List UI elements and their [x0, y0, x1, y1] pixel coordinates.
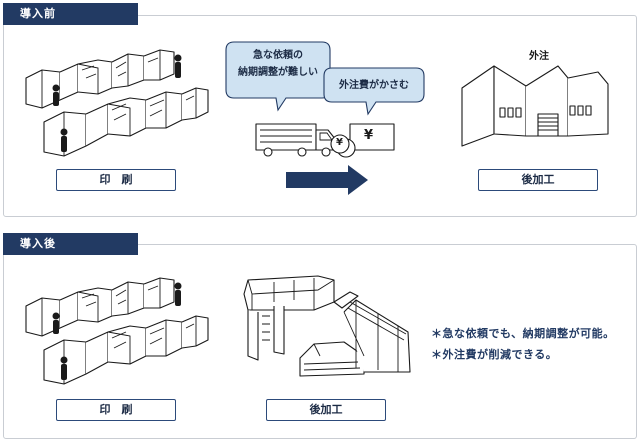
delivery-truck-illustration [255, 123, 395, 158]
bubble-left-line2: 納期調整が難しい [238, 67, 318, 78]
before-tab: 導入前 [3, 3, 138, 25]
outsource-label: 外注 [529, 51, 549, 62]
press-front-row [43, 87, 209, 157]
bubble-left-text: 急な依頼の 納期調整が難しい [226, 47, 330, 81]
note-cost-reduction: ＊外注費が削減できる。 [431, 348, 558, 361]
bubble-right [323, 67, 425, 116]
postprocess-label-before: 後加工 [478, 169, 598, 191]
note-rush-orders: ＊急な依頼でも、納期調整が可能。 [431, 327, 615, 340]
yen-symbol-coin: ¥ [336, 137, 343, 148]
press-back-row [25, 49, 175, 109]
die-cutting-machine-illustration [243, 275, 411, 377]
yen-symbol-bill: ¥ [364, 128, 374, 143]
print-label-after: 印 刷 [56, 399, 176, 421]
bubble-right-text: 外注費がかさむ [339, 80, 409, 91]
press-front-row [43, 315, 209, 385]
speech-bubbles [225, 41, 425, 116]
operator-figures [52, 282, 182, 380]
factory-windows [499, 105, 592, 118]
after-tab: 導入後 [3, 233, 138, 255]
postprocess-label-after: 後加工 [266, 399, 386, 421]
bubble-left [225, 41, 331, 112]
outsource-factory-illustration [461, 65, 609, 147]
printing-press-illustration-after [25, 277, 209, 385]
printing-press-illustration [25, 49, 209, 157]
operator-figures [52, 54, 182, 152]
arrow-right-icon [286, 165, 368, 195]
print-label-before: 印 刷 [56, 169, 176, 191]
press-back-row [25, 277, 175, 337]
bubble-left-line1: 急な依頼の [253, 50, 303, 61]
